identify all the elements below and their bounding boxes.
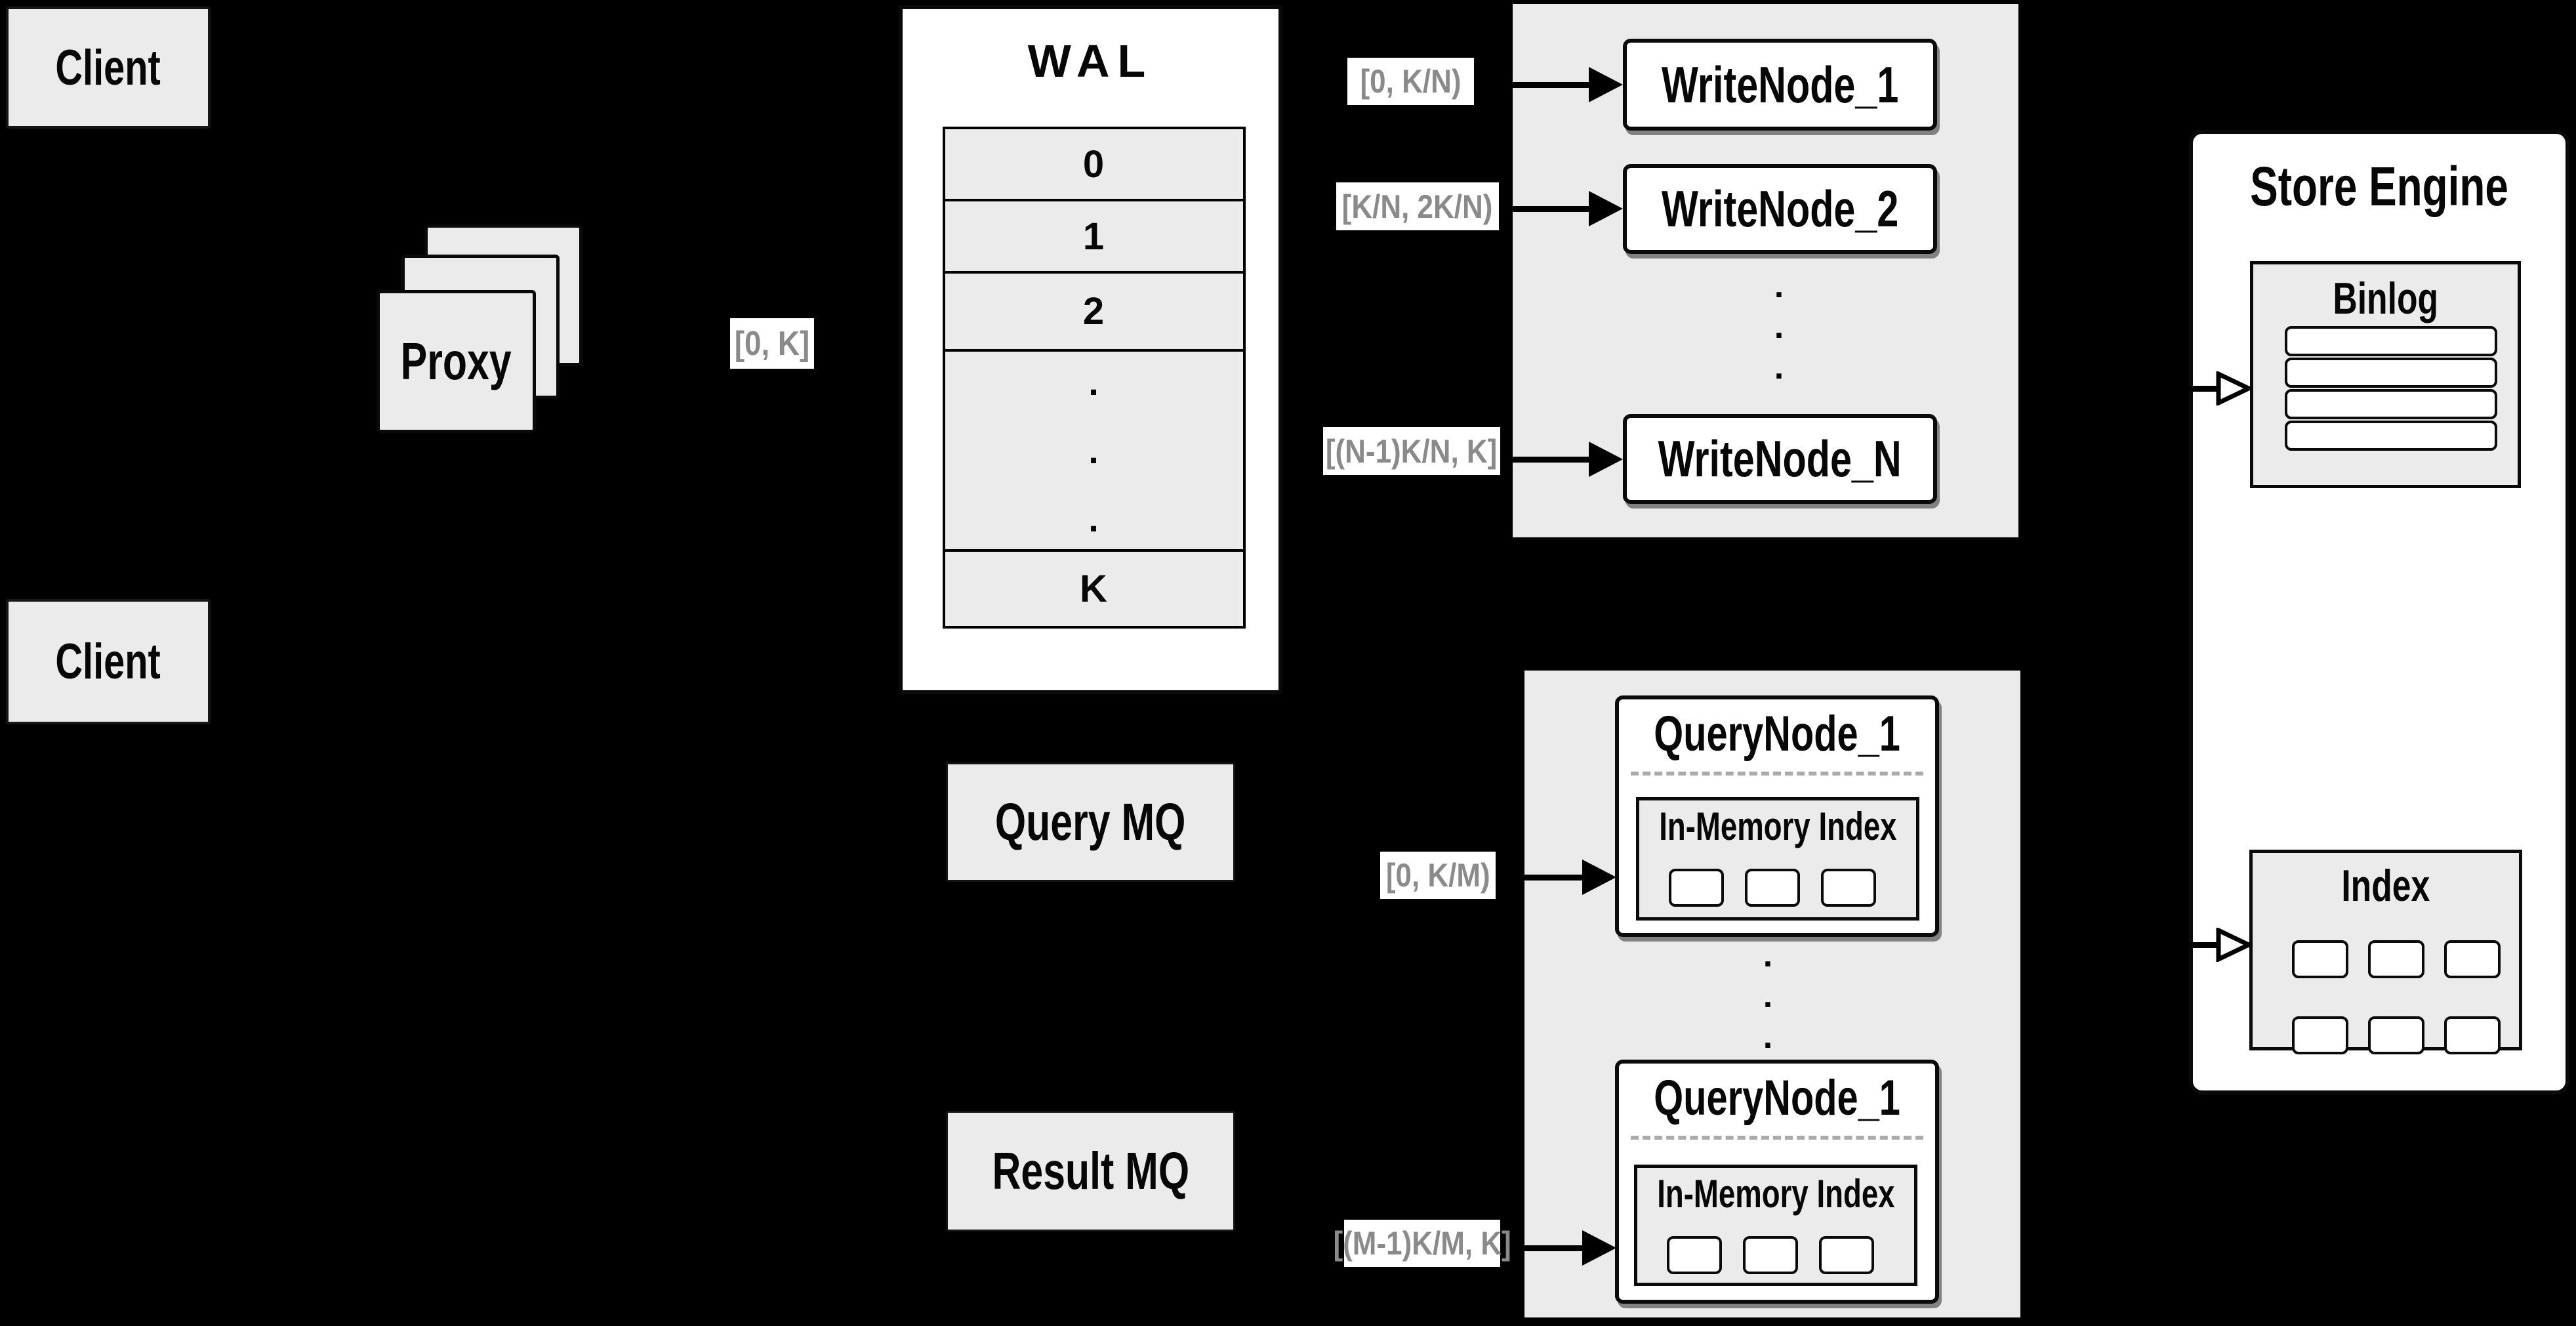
arrow-to-querynode-top (1524, 875, 1585, 881)
wal-row-2: 2 (945, 274, 1243, 352)
range-label-write-2: [K/N, 2K/N) (1336, 182, 1499, 230)
open-arrowhead-to-index (2216, 928, 2251, 962)
query-node-bottom-separator (1631, 1136, 1923, 1140)
write-node-n: WriteNode_N (1623, 414, 1937, 504)
segment-square (1745, 869, 1800, 907)
binlog-title: Binlog (2333, 274, 2438, 323)
write-node-n-label: WriteNode_N (1658, 430, 1902, 487)
write-node-2-label: WriteNode_2 (1661, 180, 1899, 238)
result-mq-label: Result MQ (992, 1142, 1189, 1200)
wal-row-ellipsis: . . . (945, 352, 1243, 552)
range-label-query-m: [(M-1)K/M, K] (1333, 1220, 1511, 1267)
binlog-row (2285, 358, 2497, 388)
binlog-row (2285, 389, 2497, 419)
wal-row-0: 0 (945, 129, 1243, 201)
write-node-ellipsis: . . . (1774, 267, 1784, 386)
segment-square (1667, 1236, 1722, 1274)
arrowhead-to-writenode-2 (1589, 191, 1623, 226)
query-mq-node: Query MQ (946, 762, 1235, 882)
segment-square (1821, 869, 1876, 907)
query-node-top-separator (1631, 772, 1923, 776)
arrowhead-to-writenode-n (1589, 442, 1623, 477)
range-label-write-n: [(N-1)K/N, K] (1323, 427, 1500, 475)
query-mq-label: Query MQ (995, 793, 1186, 851)
client-top-label: Client (55, 39, 161, 96)
arrowhead-to-writenode-1 (1589, 67, 1623, 102)
index-square (2292, 940, 2348, 978)
arrow-to-binlog (2189, 386, 2220, 392)
write-node-2: WriteNode_2 (1623, 164, 1937, 254)
proxy-label: Proxy (401, 332, 512, 390)
segment-square (1743, 1236, 1798, 1274)
segment-square (1669, 869, 1724, 907)
arrow-to-writenode-1 (1513, 82, 1591, 88)
arrow-to-writenode-n (1513, 457, 1591, 463)
arrow-to-index (2189, 942, 2220, 948)
index-square (2444, 940, 2501, 978)
query-node-bottom-title: QueryNode_1 (1654, 1069, 1900, 1126)
index-square (2292, 1016, 2348, 1054)
proxy-node: Proxy (377, 290, 536, 433)
index-square (2368, 1016, 2424, 1054)
arrow-to-querynode-bottom (1524, 1245, 1585, 1251)
arrowhead-to-querynode-top (1582, 860, 1616, 895)
store-engine-title: Store Engine (2250, 155, 2508, 217)
arrowhead-to-querynode-bottom (1582, 1230, 1616, 1266)
write-node-1: WriteNode_1 (1623, 39, 1937, 131)
range-label-proxy-to-wal: [0, K] (730, 318, 814, 369)
query-node-ellipsis: . . . (1763, 936, 1773, 1056)
open-arrowhead-to-binlog (2216, 371, 2251, 405)
wal-row-k: K (945, 552, 1243, 626)
binlog-row (2285, 326, 2497, 356)
index-square (2444, 1016, 2501, 1054)
client-bottom-label: Client (55, 634, 161, 690)
write-node-1-label: WriteNode_1 (1661, 55, 1899, 114)
query-node-top-title: QueryNode_1 (1654, 705, 1900, 762)
range-label-query-1: [0, K/M) (1380, 852, 1496, 899)
client-node-bottom: Client (6, 599, 211, 724)
wal-row-1: 1 (945, 201, 1243, 274)
segment-square (1819, 1236, 1874, 1274)
client-node-top: Client (6, 7, 211, 129)
in-memory-index-bottom-title: In-Memory Index (1656, 1171, 1895, 1216)
index-title: Index (2341, 861, 2430, 911)
in-memory-index-top-title: In-Memory Index (1658, 804, 1897, 848)
range-label-write-1: [0, K/N) (1347, 58, 1474, 105)
result-mq-node: Result MQ (946, 1111, 1235, 1232)
wal-title: WAL (1027, 35, 1154, 87)
arrow-to-writenode-2 (1513, 206, 1591, 212)
index-square (2368, 940, 2424, 978)
wal-segment-table: 0 1 2 . . . K (943, 127, 1246, 629)
binlog-row (2285, 421, 2497, 451)
